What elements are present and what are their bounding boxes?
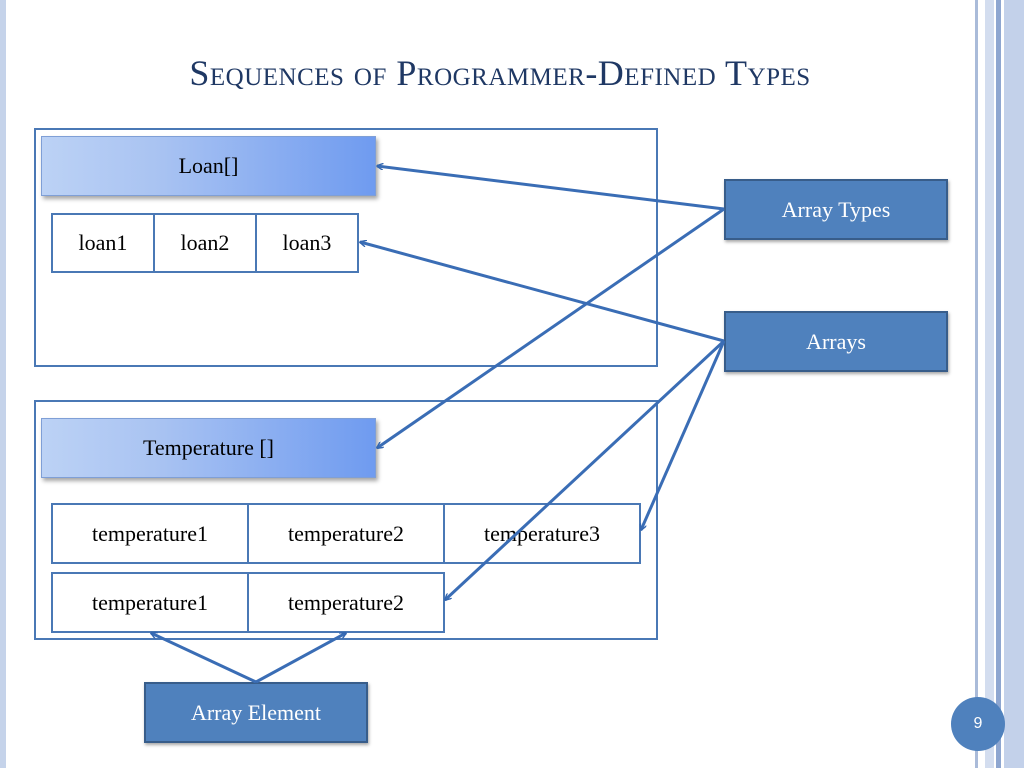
slide-title: Sequences of Programmer-Defined Types bbox=[189, 53, 811, 93]
decorative-stripe bbox=[996, 0, 1001, 768]
temperature-cell: temperature1 bbox=[51, 503, 249, 564]
loan-cell: loan2 bbox=[153, 213, 257, 273]
array-types-callout: Array Types bbox=[724, 179, 948, 240]
arrow-element-to-temperature1 bbox=[151, 631, 257, 684]
array-element-callout: Array Element bbox=[144, 682, 368, 743]
arrays-callout: Arrays bbox=[724, 311, 948, 372]
temperature-cell: temperature3 bbox=[443, 503, 641, 564]
decorative-stripe bbox=[975, 0, 978, 768]
loan-array-type-box: Loan[] bbox=[41, 136, 376, 196]
arrow-element-to-temperature2 bbox=[255, 631, 346, 684]
temperature-cell: temperature2 bbox=[247, 503, 445, 564]
temperature-cell: temperature2 bbox=[247, 572, 445, 633]
temperature-array-type-box: Temperature [] bbox=[41, 418, 376, 478]
decorative-stripe bbox=[985, 0, 994, 768]
loan-cell: loan3 bbox=[255, 213, 359, 273]
page-number-badge: 9 bbox=[951, 697, 1005, 751]
decorative-stripe bbox=[0, 0, 6, 768]
loan-cell: loan1 bbox=[51, 213, 155, 273]
decorative-stripe bbox=[1004, 0, 1024, 768]
temperature-cell: temperature1 bbox=[51, 572, 249, 633]
